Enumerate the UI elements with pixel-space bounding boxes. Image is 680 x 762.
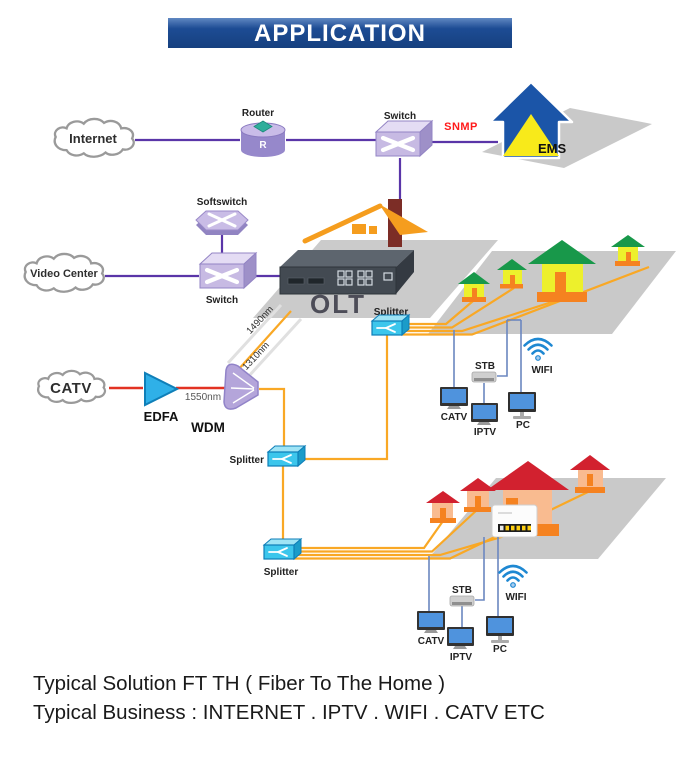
wifi-icon bbox=[498, 564, 528, 588]
title-banner: APPLICATION bbox=[168, 18, 512, 48]
splitter-3-label: Splitter bbox=[264, 567, 299, 578]
lower-cpe-links bbox=[428, 537, 499, 627]
internet-cloud: Internet bbox=[53, 117, 135, 158]
wdm-icon bbox=[223, 363, 259, 410]
edfa-icon bbox=[144, 371, 180, 407]
footer-line-2: Typical Business : INTERNET . IPTV . WIF… bbox=[33, 701, 545, 724]
svg-text:R: R bbox=[259, 140, 267, 151]
ems-yellow-triangle bbox=[503, 114, 559, 156]
switch-top-label: Switch bbox=[384, 111, 416, 122]
router-label: Router bbox=[242, 108, 274, 119]
splitter-2-label: Splitter bbox=[230, 455, 265, 466]
softswitch-icon bbox=[195, 210, 249, 235]
house-icon bbox=[426, 491, 460, 523]
pon-links bbox=[259, 265, 650, 560]
pc-icon bbox=[486, 616, 514, 643]
house-roof-right bbox=[379, 204, 428, 235]
edfa-label: EDFA bbox=[144, 409, 179, 424]
stb-label: STB bbox=[475, 361, 495, 372]
iptv-device-label: IPTV bbox=[474, 427, 497, 438]
lower-houses bbox=[426, 455, 610, 538]
house-roof-left bbox=[302, 203, 383, 244]
pc-device-label: PC bbox=[493, 644, 507, 655]
house-icon bbox=[497, 259, 527, 289]
snmp-label: SNMP bbox=[444, 121, 478, 133]
edfa-node: EDFA bbox=[144, 371, 180, 424]
house-icon bbox=[460, 478, 496, 512]
house-icon bbox=[570, 455, 610, 493]
router-icon: R bbox=[240, 120, 286, 157]
switch-icon bbox=[374, 119, 434, 158]
splitter-1-label: Splitter bbox=[374, 307, 409, 318]
splitter-1-node: Splitter bbox=[370, 307, 411, 337]
wifi-icon bbox=[523, 337, 553, 361]
video-center-cloud: Video Center bbox=[23, 252, 105, 293]
olt-label: OLT bbox=[310, 289, 366, 319]
catv-cloud: CATV bbox=[37, 369, 107, 405]
softswitch-label: Softswitch bbox=[197, 197, 248, 208]
iptv-tv-icon bbox=[471, 403, 498, 425]
banner-title: APPLICATION bbox=[254, 20, 426, 47]
house-icon bbox=[611, 235, 645, 266]
ems-node: EMS bbox=[482, 80, 652, 168]
footer-line-1: Typical Solution FT TH ( Fiber To The Ho… bbox=[33, 672, 445, 695]
pc-icon bbox=[508, 392, 536, 419]
stb-icon bbox=[449, 595, 475, 607]
switch-core-node: Switch bbox=[198, 251, 258, 306]
stb-icon bbox=[471, 371, 497, 383]
wavelength-1550-label: 1550nm bbox=[185, 392, 221, 403]
catv-device-label: CATV bbox=[418, 636, 445, 647]
house-icon bbox=[528, 240, 596, 302]
upper-houses bbox=[458, 235, 645, 302]
switch-top-node: Switch bbox=[374, 111, 434, 158]
splitter-2-node: Splitter bbox=[230, 444, 307, 468]
splitter-icon bbox=[370, 313, 411, 337]
iptv-device-label: IPTV bbox=[450, 652, 473, 663]
splitter-icon bbox=[266, 444, 307, 468]
softswitch-node: Softswitch bbox=[195, 197, 249, 235]
catv-tv-icon bbox=[440, 387, 468, 409]
olt-node: OLT bbox=[253, 199, 498, 319]
catv-device-label: CATV bbox=[441, 412, 468, 423]
wifi-device-label: WIFI bbox=[505, 592, 526, 603]
pc-device-label: PC bbox=[516, 420, 530, 431]
switch-icon bbox=[198, 251, 258, 290]
lower-cpe: CATV STB IPTV PC WIFI bbox=[417, 564, 528, 663]
video-center-label: Video Center bbox=[30, 268, 98, 280]
splitter-3-node: Splitter bbox=[262, 537, 303, 578]
catv-tv-icon bbox=[417, 611, 445, 633]
wdm-label: WDM bbox=[191, 420, 225, 435]
catv-cloud-label: CATV bbox=[50, 380, 92, 397]
splitter-icon bbox=[262, 537, 303, 561]
stb-label: STB bbox=[452, 585, 472, 596]
upper-cpe-links bbox=[453, 319, 522, 403]
banner-bar bbox=[168, 18, 512, 48]
onu-icon bbox=[491, 504, 538, 538]
ems-label: EMS bbox=[538, 141, 567, 156]
house-icon bbox=[458, 272, 490, 302]
wifi-device-label: WIFI bbox=[531, 365, 552, 376]
internet-label: Internet bbox=[69, 131, 117, 146]
wdm-node: WDM bbox=[191, 363, 259, 435]
iptv-tv-icon bbox=[447, 627, 474, 649]
router-node: Router R bbox=[240, 108, 286, 157]
upper-cpe: CATV STB IPTV PC WIFI bbox=[440, 337, 553, 438]
switch-core-label: Switch bbox=[206, 295, 238, 306]
olt-device-icon bbox=[279, 250, 414, 295]
